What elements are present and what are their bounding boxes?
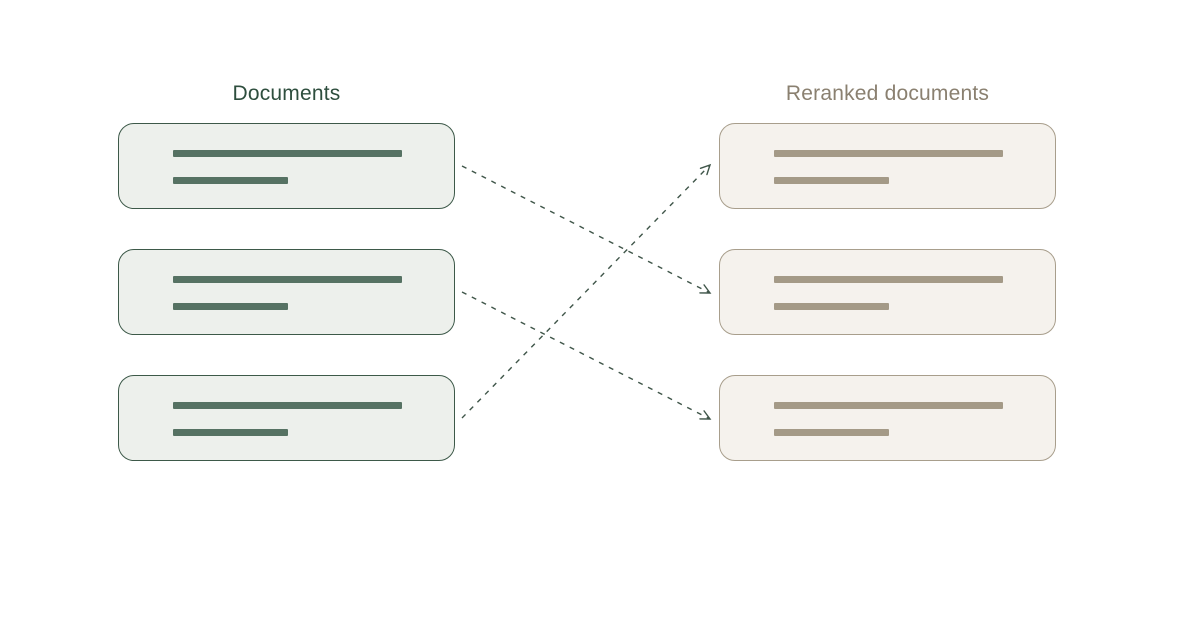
text-line-placeholder (774, 150, 1003, 157)
text-line-placeholder (774, 303, 889, 310)
text-line-placeholder (173, 402, 402, 409)
text-line-placeholder (774, 429, 889, 436)
rerank-arrow-doc-1-to-reranked-2 (461, 165, 712, 294)
rerank-arrow-doc-2-to-reranked-3 (461, 291, 712, 420)
document-card-2 (118, 249, 455, 335)
text-line-placeholder (173, 429, 288, 436)
document-card-3 (118, 375, 455, 461)
text-line-placeholder (774, 402, 1003, 409)
text-line-placeholder (173, 177, 288, 184)
documents-column-title: Documents (232, 82, 341, 105)
text-line-placeholder (774, 177, 889, 184)
reranked-document-card-2 (719, 249, 1056, 335)
text-line-placeholder (173, 276, 402, 283)
reranked-document-card-3 (719, 375, 1056, 461)
text-line-placeholder (774, 276, 1003, 283)
reranked-document-card-1 (719, 123, 1056, 209)
reranked-documents-column-title: Reranked documents (785, 82, 990, 105)
text-line-placeholder (173, 303, 288, 310)
text-line-placeholder (173, 150, 402, 157)
document-card-1 (118, 123, 455, 209)
rerank-arrow-doc-3-to-reranked-1 (461, 163, 712, 419)
